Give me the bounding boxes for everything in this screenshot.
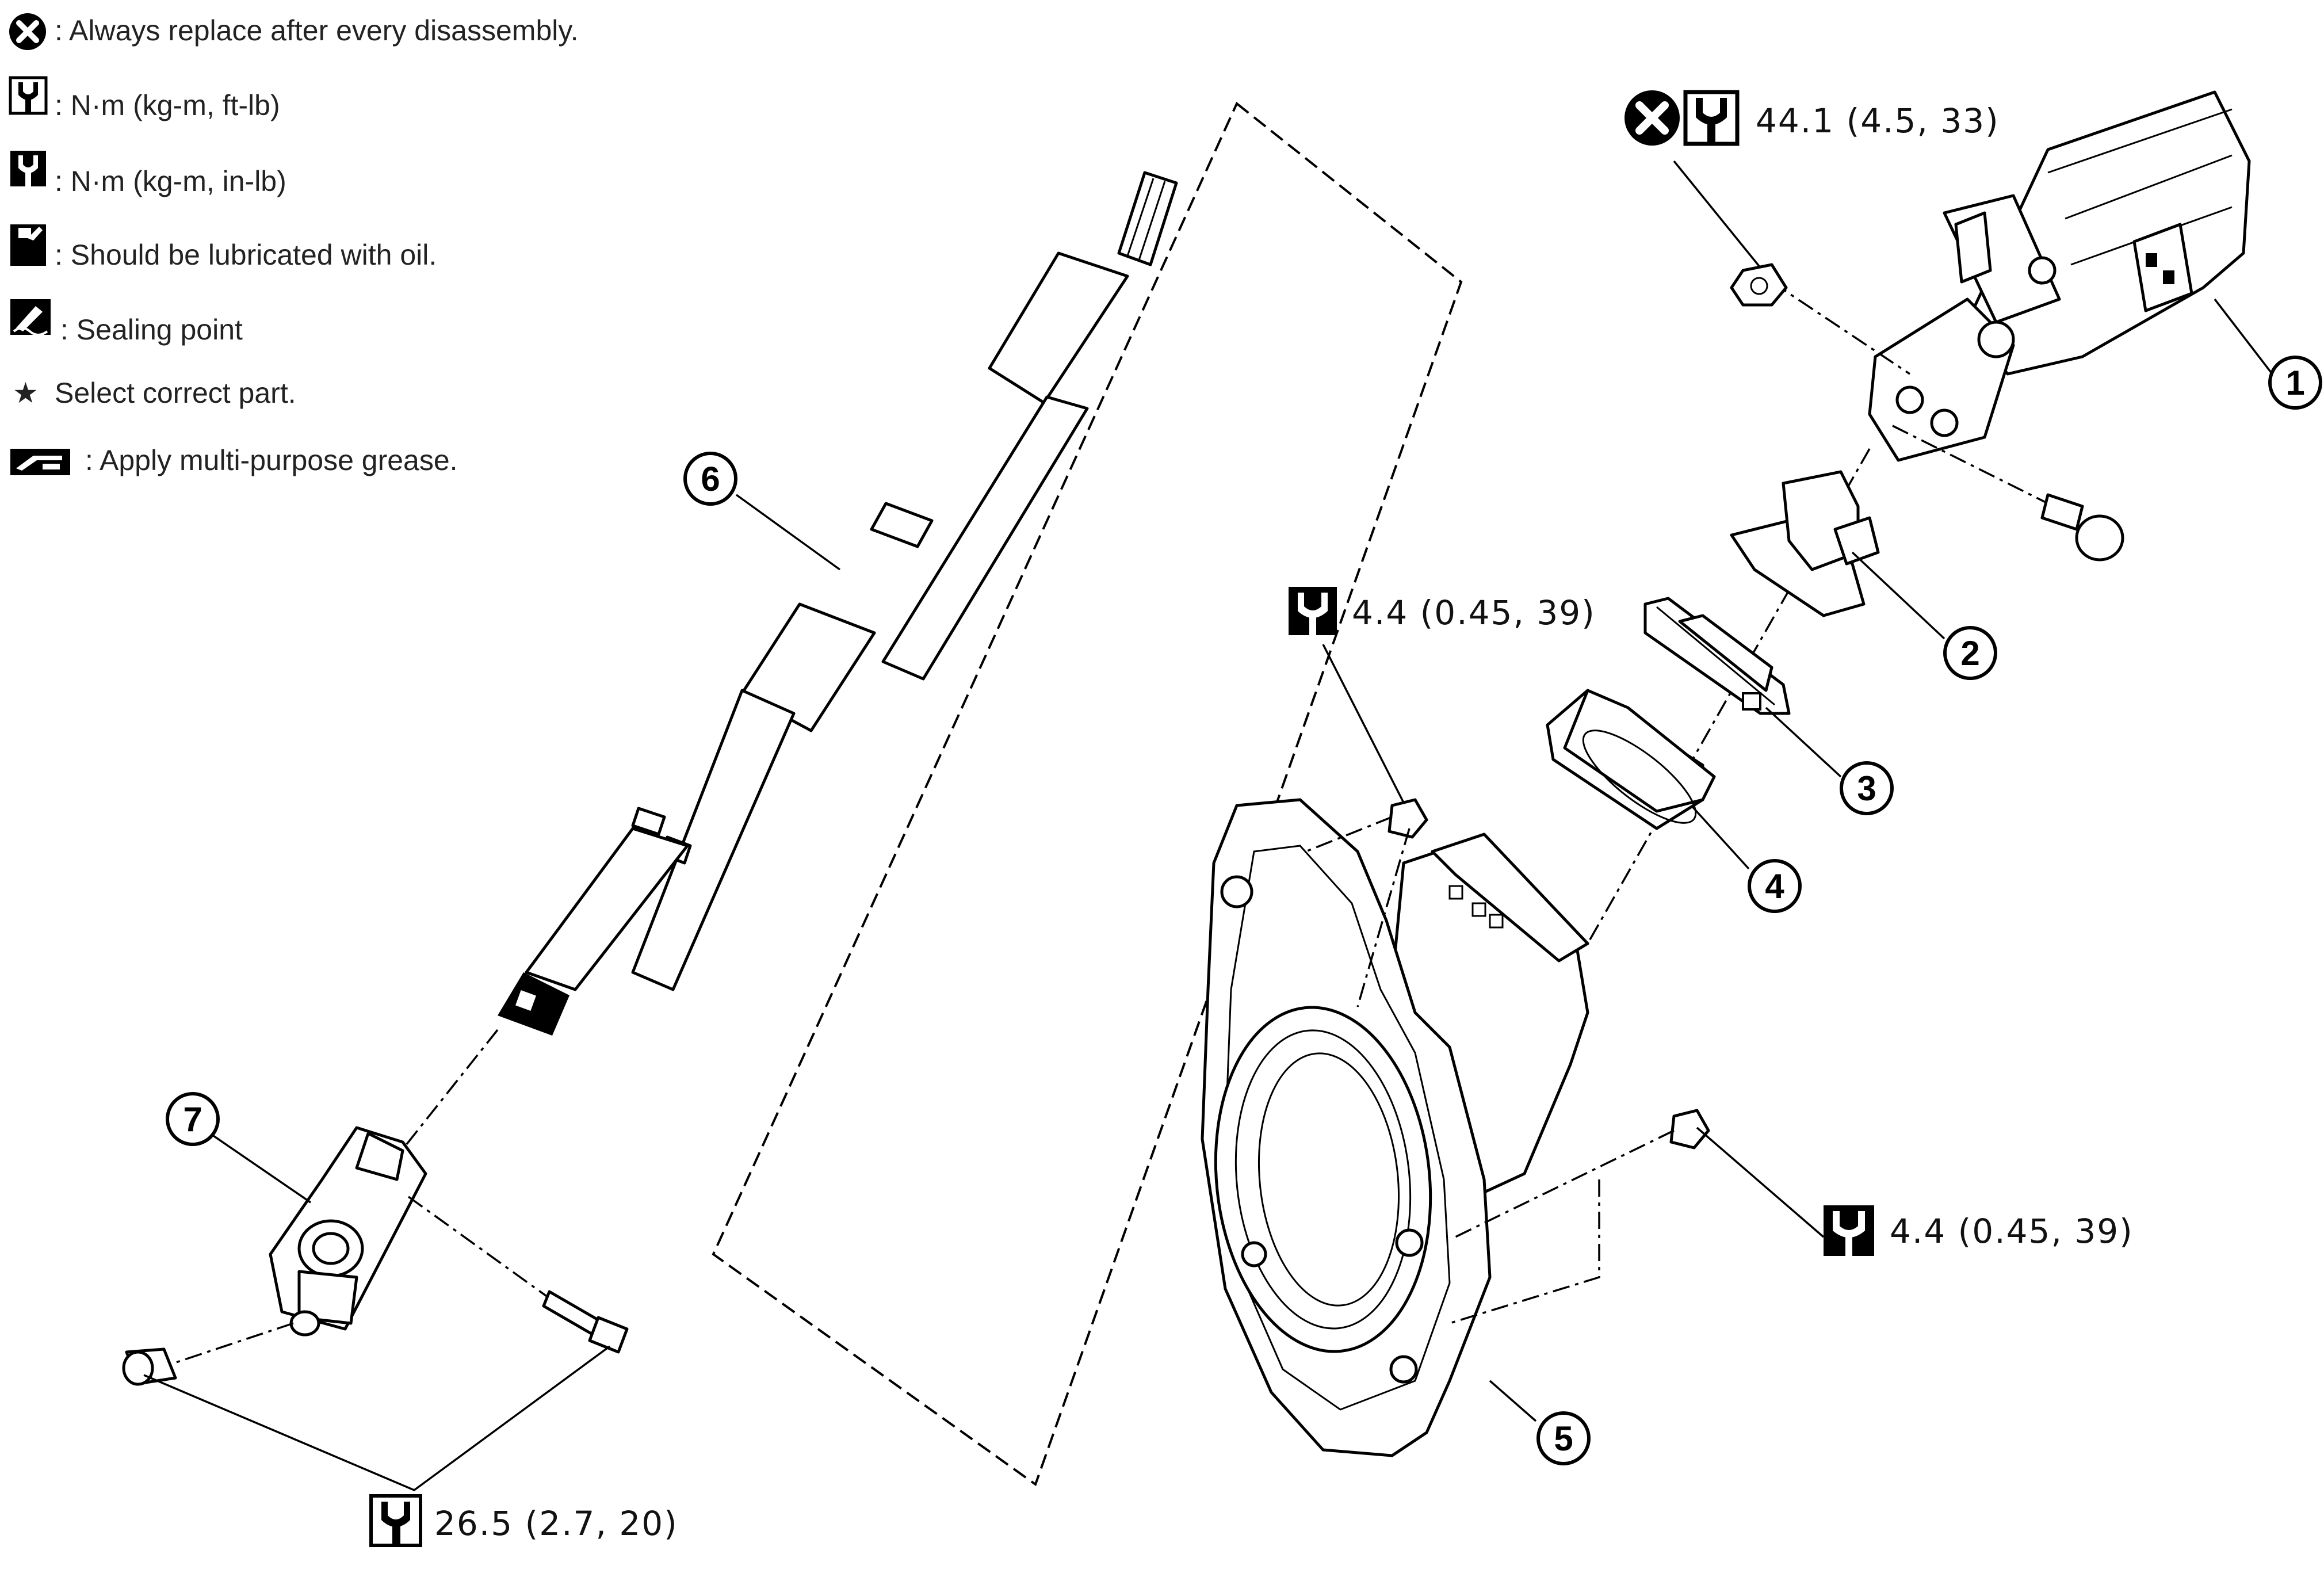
callout-3: 3 — [1840, 761, 1894, 815]
torque-value-4-upper: 4.4 (0.45, 39) — [1352, 593, 1596, 632]
callout-5-leader — [1489, 1380, 1537, 1422]
replace-x-icon — [1624, 90, 1680, 146]
legend-select-text: Select correct part. — [55, 377, 296, 409]
universal-joint — [269, 1126, 427, 1337]
shaft-dashed-boundary — [712, 101, 1463, 1487]
column-pin-centerline — [1892, 425, 2054, 507]
legend-oil-text: : Should be lubricated with oil. — [55, 239, 437, 271]
torque-wrench-filled-icon — [1289, 587, 1337, 635]
callout-3-leader — [1765, 707, 1842, 778]
svg-text:4: 4 — [1765, 867, 1784, 906]
legend-torque-ftlb-text: : N·m (kg-m, ft-lb) — [55, 89, 280, 121]
column-nut — [1730, 263, 1788, 307]
torque-wrench-filled-icon — [10, 151, 46, 186]
star-icon: ★ — [13, 377, 39, 409]
dash-boot — [1201, 798, 1589, 1457]
torque-wrench-icon — [369, 1494, 422, 1547]
callout-5: 5 — [1536, 1411, 1591, 1465]
grease-icon — [10, 449, 70, 475]
oil-can-icon — [10, 224, 46, 266]
svg-text:5: 5 — [1554, 1419, 1573, 1458]
shaft-joint-centerline — [396, 1029, 499, 1158]
boot-nut-upper-drop — [1356, 828, 1411, 1007]
steering-shaft — [498, 171, 1178, 1036]
svg-text:1: 1 — [2285, 364, 2304, 402]
boot-nut-upper-centerline — [1305, 816, 1393, 853]
svg-text:7: 7 — [183, 1100, 202, 1139]
bearing-holder — [1730, 470, 1880, 617]
torque-4-lower-leader — [1696, 1127, 1825, 1238]
boot-nut-lower-centerline — [1455, 1129, 1675, 1238]
legend-torque-inlb-text: : N·m (kg-m, in-lb) — [55, 165, 286, 197]
callout-1: 1 — [2268, 356, 2322, 410]
callout-4-leader — [1690, 804, 1750, 870]
torque-wrench-filled-icon — [1824, 1205, 1874, 1256]
torque-26-leader — [143, 1345, 611, 1492]
sealing-point-icon — [10, 299, 51, 336]
column-centerline — [1587, 448, 1871, 944]
torque-value-44: 44.1 (4.5, 33) — [1756, 101, 2000, 140]
column-nut-centerline — [1771, 281, 1910, 375]
legend-sealing-text: : Sealing point — [60, 314, 243, 346]
joint-bolt-short — [122, 1347, 177, 1386]
replace-x-icon — [9, 13, 46, 50]
callout-2-leader — [1851, 551, 1945, 640]
joint-bolt-long — [542, 1290, 629, 1354]
callout-6-leader — [735, 494, 841, 571]
boot-nut-lower-bracket — [1449, 1179, 1600, 1324]
legend: : Always replace after every disassembly… — [9, 13, 579, 476]
seal — [1546, 689, 1716, 830]
spring-plate — [1643, 597, 1791, 715]
torque-44-leader — [1673, 160, 1761, 269]
torque-wrench-icon — [9, 76, 48, 115]
column-pin — [2040, 493, 2124, 562]
svg-text:3: 3 — [1857, 769, 1876, 808]
legend-grease-text: : Apply multi-purpose grease. — [85, 444, 458, 476]
callout-7-leader — [209, 1132, 311, 1204]
callout-7: 7 — [166, 1092, 220, 1146]
joint-bolt-short-centerline — [172, 1322, 294, 1365]
svg-text:6: 6 — [701, 460, 720, 498]
callout-2: 2 — [1943, 626, 1997, 680]
steering-column-assembly — [1868, 90, 2251, 462]
boot-nut-upper — [1387, 798, 1428, 839]
svg-text:2: 2 — [1960, 634, 1979, 673]
torque-value-4-lower: 4.4 (0.45, 39) — [1890, 1212, 2134, 1251]
torque-wrench-icon — [1683, 90, 1740, 146]
boot-nut-lower — [1669, 1109, 1710, 1150]
joint-bolt-centerline — [407, 1196, 553, 1301]
shaft-end-cap — [498, 972, 569, 1036]
torque-value-26: 26.5 (2.7, 20) — [434, 1504, 678, 1543]
legend-replace-text: : Always replace after every disassembly… — [55, 14, 579, 47]
callout-1-leader — [2214, 298, 2273, 375]
torque-4-upper-leader — [1322, 644, 1405, 803]
callout-6: 6 — [683, 452, 737, 506]
callout-4: 4 — [1748, 859, 1802, 913]
